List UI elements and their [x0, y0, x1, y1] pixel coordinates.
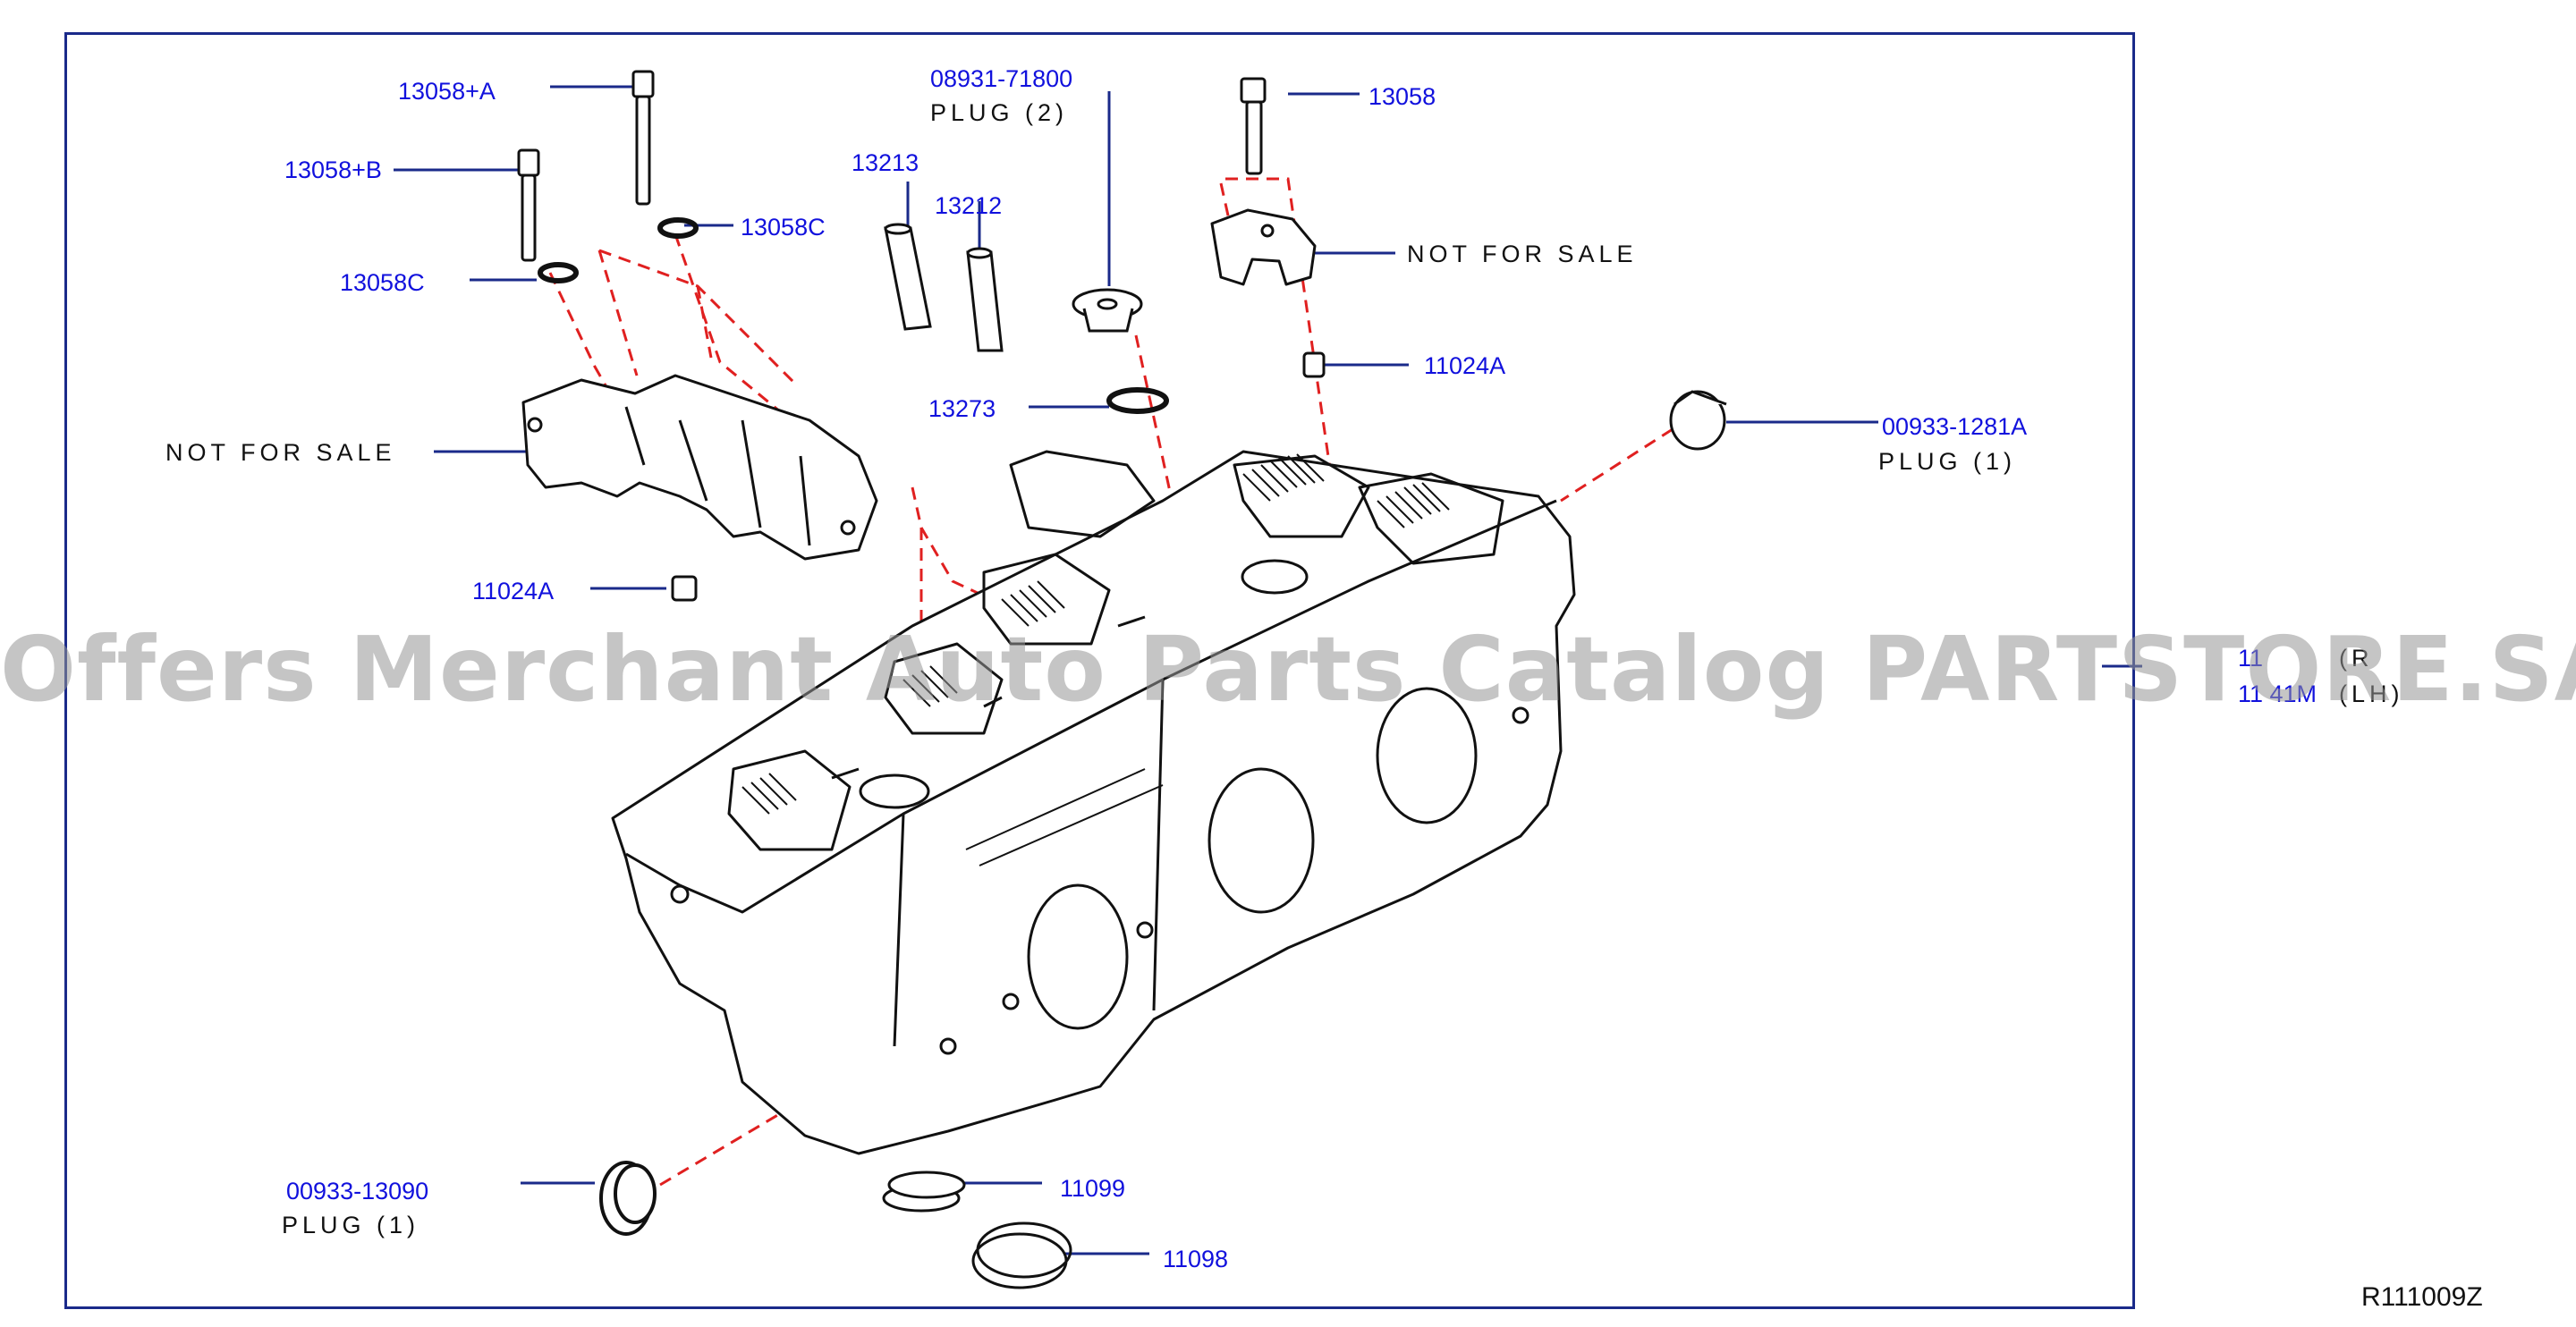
leader-lines [394, 85, 2142, 1255]
cam-bracket-left-icon [521, 374, 878, 561]
label-13058[interactable]: 13058 [1368, 83, 1436, 110]
washer-13058c-top-icon [657, 217, 699, 239]
oring-13273-icon [1106, 387, 1169, 414]
label-13058c-left[interactable]: 13058C [340, 269, 425, 296]
label-plug-2: PLUG (2) [930, 99, 1069, 126]
label-13213[interactable]: 13213 [852, 149, 919, 176]
label-plug-1-right: PLUG (1) [1878, 448, 2017, 475]
label-13058a[interactable]: 13058+A [398, 78, 496, 105]
tube-13213-icon [884, 223, 932, 331]
label-lh: (LH) [2339, 680, 2404, 707]
label-1104m[interactable]: 11 41M [2238, 680, 2318, 707]
dowel-11024a-right-icon [1302, 351, 1326, 378]
label-not-for-sale-left: NOT FOR SALE [165, 439, 396, 466]
bolt-13058b-icon [517, 148, 540, 262]
diagram-frame [64, 32, 2135, 1309]
bolt-13058-icon [1240, 77, 1267, 175]
plug-08931-icon [1072, 288, 1143, 333]
label-00933-1281a[interactable]: 00933-1281A [1882, 413, 2028, 440]
seal-11099-icon [882, 1171, 966, 1213]
plug-00933-13090-icon [599, 1161, 657, 1236]
label-08931-71800[interactable]: 08931-71800 [930, 65, 1073, 92]
label-plug-1-left: PLUG (1) [282, 1212, 420, 1238]
label-111-partial[interactable]: 11 [2238, 645, 2264, 672]
label-not-for-sale-right: NOT FOR SALE [1407, 241, 1638, 267]
dowel-11024a-left-icon [671, 575, 698, 602]
label-00933-13090[interactable]: 00933-13090 [286, 1178, 429, 1204]
label-rh-partial: (R [2339, 645, 2374, 672]
plug-00933-1281a-icon [1669, 390, 1727, 451]
tube-13212-icon [966, 247, 1004, 352]
seal-11098-icon [971, 1221, 1072, 1289]
washer-13058c-left-icon [538, 262, 579, 283]
cylinder-head-icon [611, 450, 1576, 1155]
watermark-text: Offers Merchant Auto Parts Catalog PARTS… [0, 617, 2576, 722]
label-13273[interactable]: 13273 [928, 395, 996, 422]
label-13058c-top[interactable]: 13058C [741, 214, 826, 241]
diagram-code: R111009Z [2361, 1282, 2483, 1312]
label-13212[interactable]: 13212 [935, 192, 1003, 219]
cam-bracket-right-icon [1210, 208, 1317, 286]
bolt-13058a-icon [631, 70, 655, 206]
label-11024a-left[interactable]: 11024A [472, 578, 555, 604]
label-11098[interactable]: 11098 [1163, 1246, 1229, 1272]
label-11099[interactable]: 11099 [1060, 1175, 1126, 1202]
label-13058b[interactable]: 13058+B [284, 156, 382, 183]
label-11024a-right[interactable]: 11024A [1424, 352, 1506, 379]
